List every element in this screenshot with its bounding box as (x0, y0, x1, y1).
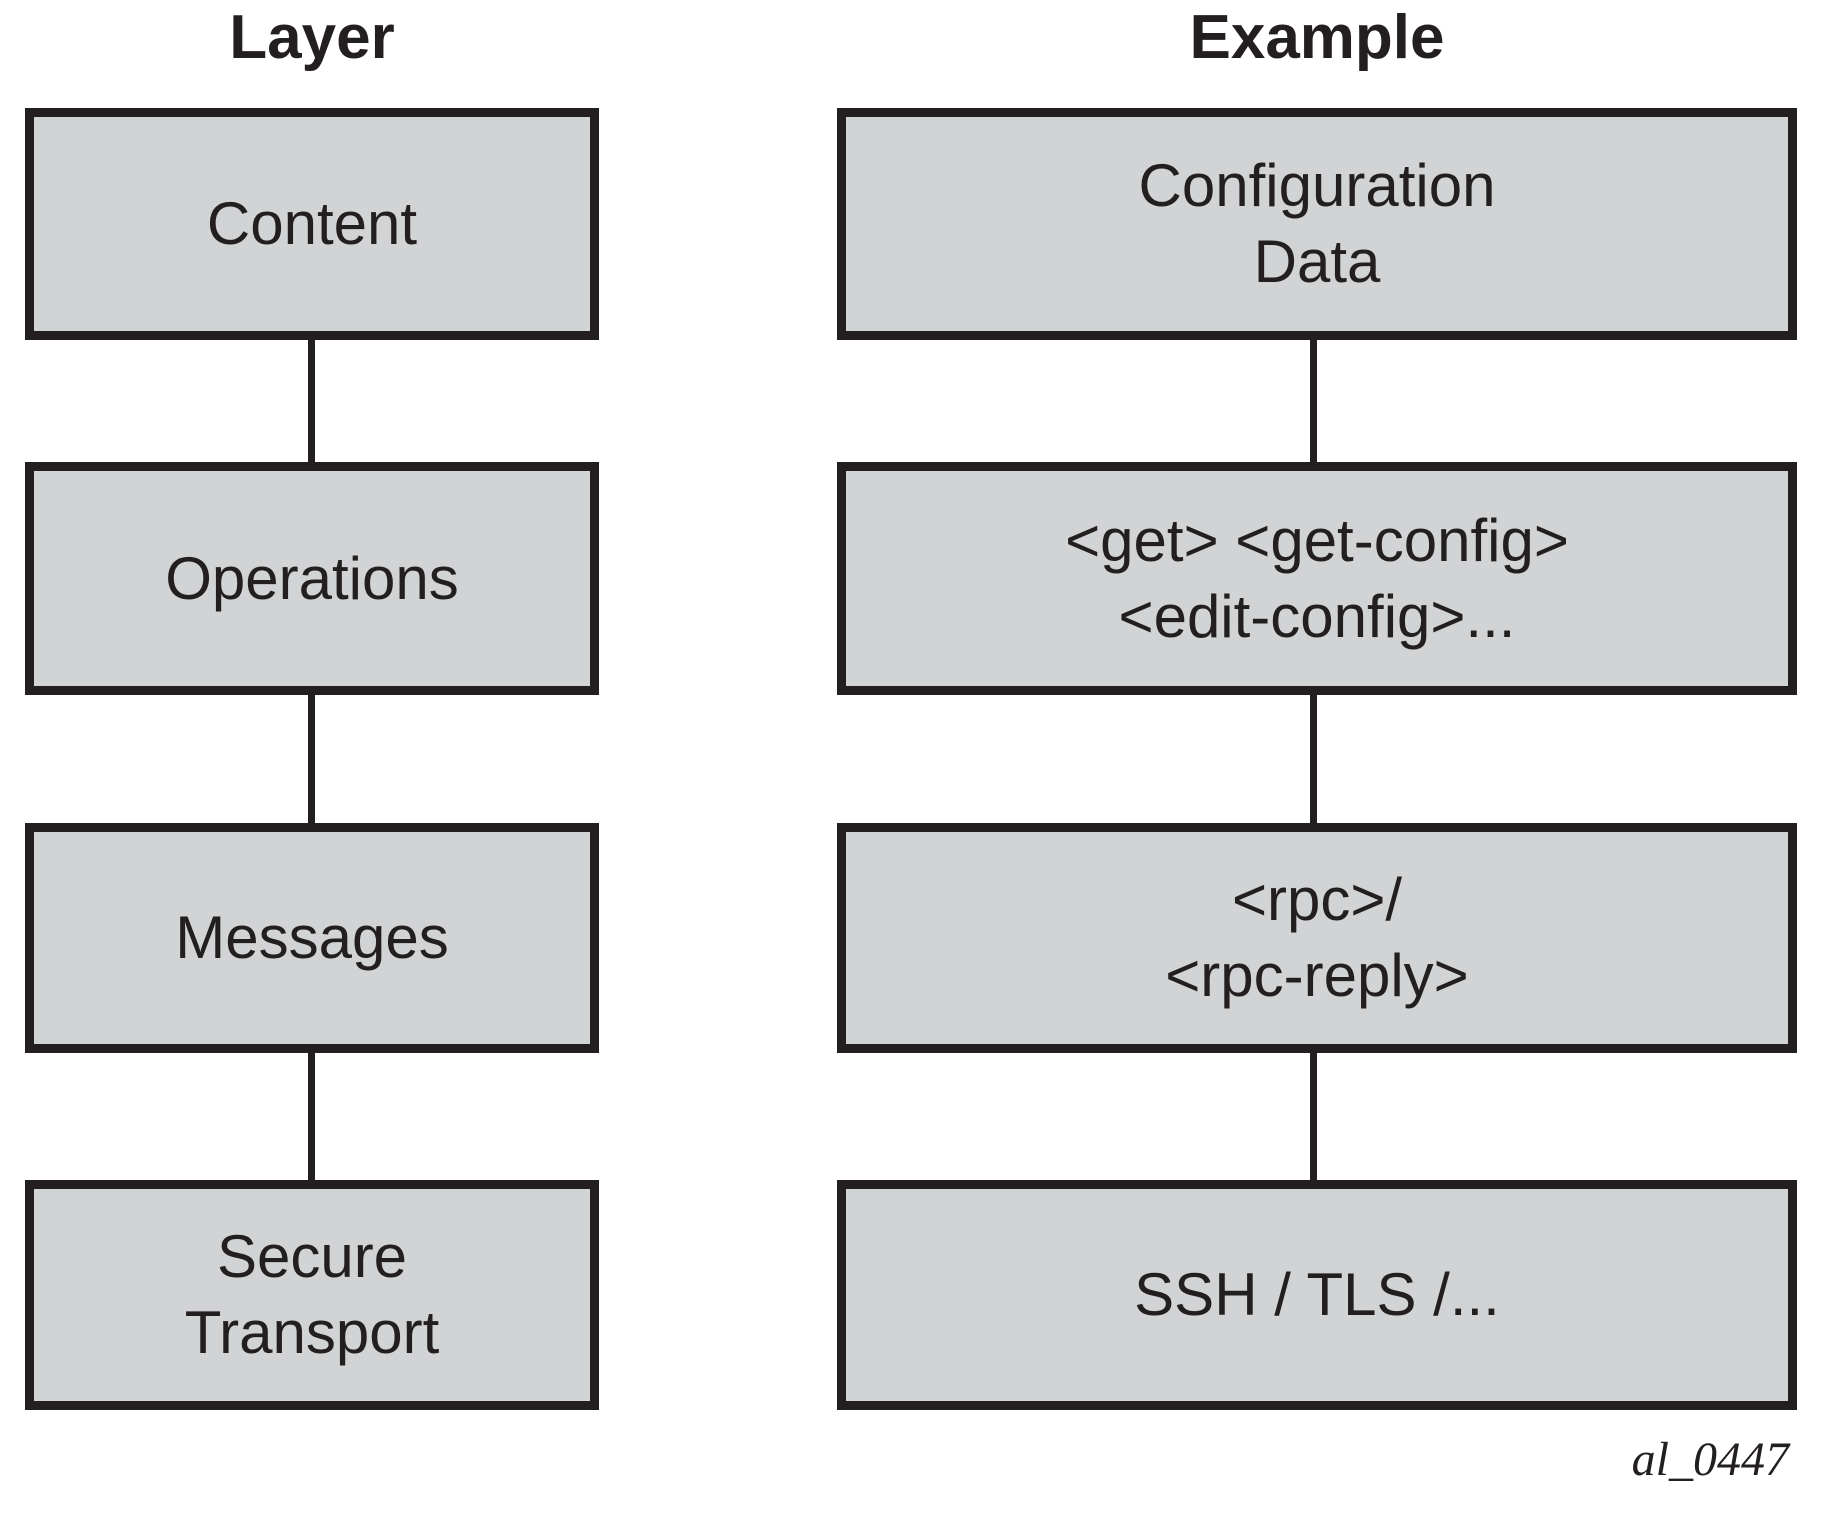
connector-line-example-2-3 (1310, 695, 1317, 823)
connector-line-example-3-4 (1310, 1053, 1317, 1180)
column-header-example: Example (1189, 3, 1445, 72)
layer-box-content: Content (25, 108, 599, 340)
column-header-layer: Layer (229, 3, 395, 72)
layer-box-messages-label: Messages (175, 904, 449, 971)
example-box-secure-transport-line1: SSH / TLS /... (1134, 1261, 1500, 1328)
layer-box-messages: Messages (25, 823, 599, 1053)
example-box-messages: <rpc>/ <rpc-reply> (837, 823, 1797, 1053)
layer-box-secure-transport-line2: Transport (184, 1299, 440, 1366)
connector-line-example-1-2 (1310, 340, 1317, 462)
layer-box-secure-transport-line1: Secure (216, 1223, 408, 1290)
layer-box-secure-transport: Secure Transport (25, 1180, 599, 1410)
example-box-secure-transport: SSH / TLS /... (837, 1180, 1797, 1410)
example-box-operations: <get> <get-config> <edit-config>... (837, 462, 1797, 695)
figure-id-caption: al_0447 (1631, 1433, 1789, 1486)
connector-line-layer-3-4 (308, 1053, 315, 1180)
example-box-messages-line2: <rpc-reply> (1165, 942, 1469, 1009)
layer-box-content-label: Content (206, 190, 418, 257)
example-box-configuration-data: Configuration Data (837, 108, 1797, 340)
example-box-configuration-data-line1: Configuration (1138, 152, 1496, 219)
layer-box-operations-label: Operations (165, 544, 459, 612)
example-box-configuration-data-line2: Data (1253, 228, 1381, 295)
example-box-messages-line1: <rpc>/ (1231, 866, 1403, 933)
connector-line-layer-1-2 (308, 340, 315, 462)
example-box-operations-line1: <get> <get-config> (1065, 506, 1569, 574)
layer-box-operations: Operations (25, 462, 599, 695)
connector-line-layer-2-3 (308, 695, 315, 823)
example-box-operations-line2: <edit-config>... (1118, 582, 1516, 650)
